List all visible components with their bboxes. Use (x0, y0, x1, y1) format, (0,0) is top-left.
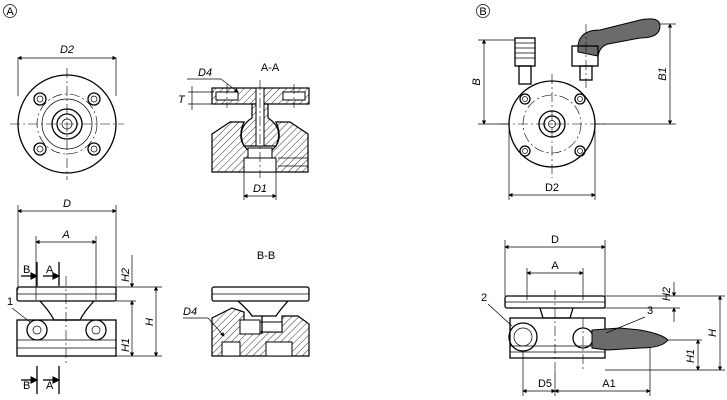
a-dimension-label: A (61, 229, 69, 241)
b1-dimension-label: B1 (657, 67, 669, 80)
h2-b-dimension-label: H2 (661, 287, 673, 301)
section-b-marker-top: B (23, 264, 30, 276)
figure-b-front-view: D A 2 3 (481, 234, 725, 396)
figure-a: A D2 A-A (3, 4, 310, 394)
figure-a-front-view: D A B A B (7, 198, 162, 394)
h-dimension-label: H (144, 318, 156, 326)
callout-3-label: 3 (647, 305, 653, 317)
h1-dimension-label: H1 (120, 338, 132, 352)
b-dimension-label: B (471, 78, 483, 85)
h2-dimension-label: H2 (120, 268, 132, 282)
section-a-marker-top: A (46, 264, 54, 276)
a-b-dimension-label: A (551, 260, 559, 272)
figure-b-badge: B (476, 4, 490, 18)
d-b-dimension-label: D (551, 234, 559, 246)
section-bb-title: B-B (257, 250, 275, 262)
callout-2-label: 2 (481, 292, 487, 304)
section-b-marker-bottom: B (23, 380, 30, 392)
callout-1-label: 1 (7, 296, 13, 308)
section-marker-bottom: B A (21, 366, 61, 394)
d-dimension-label: D (63, 198, 71, 210)
h-b-dimension-label: H (707, 329, 719, 337)
d1-dimension-label: D1 (253, 183, 267, 195)
figure-a-section-aa: A-A D4 T (178, 62, 310, 200)
figure-a-section-bb: B-B D4 (183, 250, 310, 357)
d2-dimension-label: D2 (60, 44, 74, 56)
d5-dimension-label: D5 (538, 378, 552, 390)
a1-dimension-label: A1 (602, 378, 615, 390)
figure-a-badge: A (3, 4, 17, 18)
t-dimension-label: T (178, 94, 186, 106)
figure-a-top-view: D2 (10, 44, 124, 180)
figure-b-top-view: B B1 D2 (471, 18, 676, 200)
d4-dimension-label: D4 (198, 67, 212, 79)
h1-b-dimension-label: H1 (685, 349, 697, 363)
section-marker-top: B A (21, 262, 61, 286)
d2-b-dimension-label: D2 (545, 182, 559, 194)
d4-bb-dimension-label: D4 (183, 306, 197, 318)
section-a-marker-bottom: A (46, 380, 54, 392)
section-aa-title: A-A (261, 62, 280, 74)
figure-b-badge-label: B (479, 6, 486, 18)
figure-a-badge-label: A (6, 6, 14, 18)
figure-b: B (471, 4, 725, 396)
